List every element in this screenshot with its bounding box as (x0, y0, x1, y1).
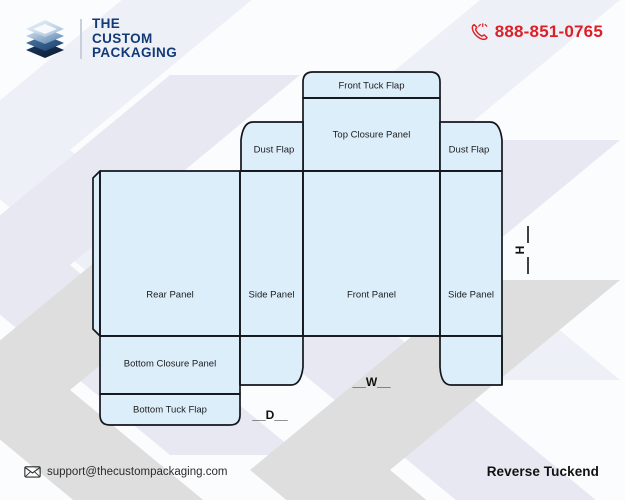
dust-flap-top-left-label: Dust Flap (254, 145, 295, 156)
front-panel-shape (302, 170, 441, 337)
front-tuck-flap-shape (302, 71, 441, 99)
page-footer: support@thecustompackaging.com Reverse T… (0, 456, 625, 500)
height-dimension-marker: H (513, 226, 529, 274)
bottom-closure-panel-label: Bottom Closure Panel (124, 359, 216, 370)
rear-panel-label: Rear Panel (146, 290, 194, 301)
brand-line-1: THE (92, 16, 121, 32)
envelope-icon (24, 466, 41, 478)
dust-flap-top-right-shape (439, 121, 503, 172)
front-panel-label: Front Panel (347, 290, 396, 301)
logo-divider (80, 19, 82, 59)
box-style-title: Reverse Tuckend (486, 464, 599, 479)
bottom-closure-panel-shape (99, 335, 241, 395)
side-panel-left-shape (239, 170, 304, 337)
email-contact[interactable]: support@thecustompackaging.com (24, 465, 227, 478)
brand-line-3: PACKAGING (92, 45, 178, 61)
phone-contact[interactable]: 888-851-0765 (469, 22, 603, 42)
brand-line-2: CUSTOM (92, 30, 153, 46)
side-panel-right-label: Side Panel (448, 290, 494, 301)
bottom-tuck-flap-shape (99, 393, 241, 426)
email-address-text: support@thecustompackaging.com (47, 465, 228, 478)
depth-dimension-label: __D__ (251, 408, 288, 422)
width-dimension-label: __W__ (351, 375, 390, 389)
brand-name: THE CUSTOM PACKAGING (92, 17, 177, 61)
glue-flap-shape (92, 170, 101, 337)
ringing-phone-icon (471, 23, 488, 41)
dust-flap-top-left-shape (240, 121, 304, 172)
phone-number-text: 888-851-0765 (494, 22, 603, 41)
top-closure-panel-label: Top Closure Panel (333, 130, 411, 141)
rear-panel-shape (99, 170, 241, 337)
height-dimension-label: H (513, 246, 527, 255)
side-panel-left-label: Side Panel (249, 290, 295, 301)
page-header: THE CUSTOM PACKAGING 888-851-0765 (0, 0, 625, 72)
dust-flap-bottom-left-shape (239, 335, 304, 386)
side-panel-right-shape (439, 170, 503, 337)
dust-flap-bottom-right-shape-2 (439, 335, 503, 386)
bottom-tuck-flap-label: Bottom Tuck Flap (133, 405, 207, 416)
stacked-layers-logo-icon (26, 20, 64, 58)
front-tuck-flap-label: Front Tuck Flap (339, 81, 405, 92)
dust-flap-top-right-label: Dust Flap (449, 145, 490, 156)
brand-logo[interactable]: THE CUSTOM PACKAGING (22, 16, 177, 62)
